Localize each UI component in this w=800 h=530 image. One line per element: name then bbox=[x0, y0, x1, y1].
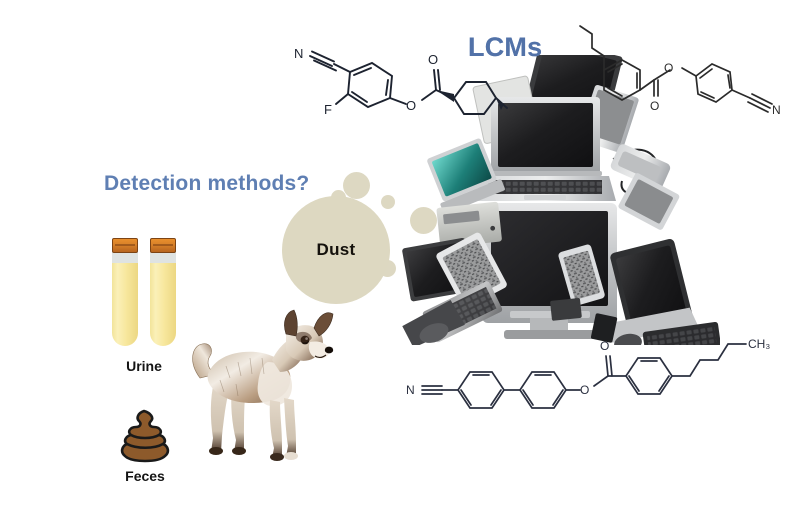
test-tube-cork bbox=[112, 238, 138, 253]
chemical-structure-top-right: O O N bbox=[566, 8, 800, 120]
test-tube-cork bbox=[150, 238, 176, 253]
atom-label-O-ester: O bbox=[580, 383, 589, 397]
dust-bubble-main bbox=[282, 196, 390, 304]
ewaste-pile-image bbox=[400, 37, 721, 358]
dust-bubble-small-2 bbox=[381, 195, 395, 209]
atom-label-O-ester: O bbox=[664, 61, 673, 75]
test-tube-2 bbox=[150, 238, 176, 346]
dust-bubble-medium-1 bbox=[343, 172, 370, 199]
feces-label: Feces bbox=[125, 468, 165, 484]
atom-label-O-ester: O bbox=[406, 98, 416, 113]
atom-label-O-carbonyl: O bbox=[428, 52, 438, 67]
atom-label-N: N bbox=[406, 383, 415, 397]
lcms-title: LCMs bbox=[468, 32, 543, 62]
dust-bubble-medium-2 bbox=[410, 207, 437, 234]
urine-label: Urine bbox=[126, 358, 162, 374]
atom-label-O-carbonyl: O bbox=[650, 99, 659, 113]
atom-label-O-carbonyl: O bbox=[600, 339, 609, 353]
detection-methods-title: Detection methods? bbox=[104, 172, 310, 195]
urine-sample-group: Urine bbox=[112, 238, 188, 374]
chemical-structure-bottom: N O O CH₃ bbox=[398, 328, 798, 440]
atom-label-CH3: CH₃ bbox=[748, 337, 770, 351]
test-tube-1 bbox=[112, 238, 138, 346]
test-tube-liquid bbox=[150, 250, 176, 346]
dust-label: Dust bbox=[316, 240, 356, 259]
atom-label-F: F bbox=[324, 102, 332, 117]
atom-label-N: N bbox=[772, 103, 781, 117]
dog-illustration bbox=[186, 300, 338, 462]
atom-label-N: N bbox=[294, 46, 303, 61]
chemical-structure-top-left: N F O O bbox=[288, 34, 508, 142]
test-tube-liquid bbox=[112, 250, 138, 346]
feces-icon bbox=[114, 408, 176, 466]
